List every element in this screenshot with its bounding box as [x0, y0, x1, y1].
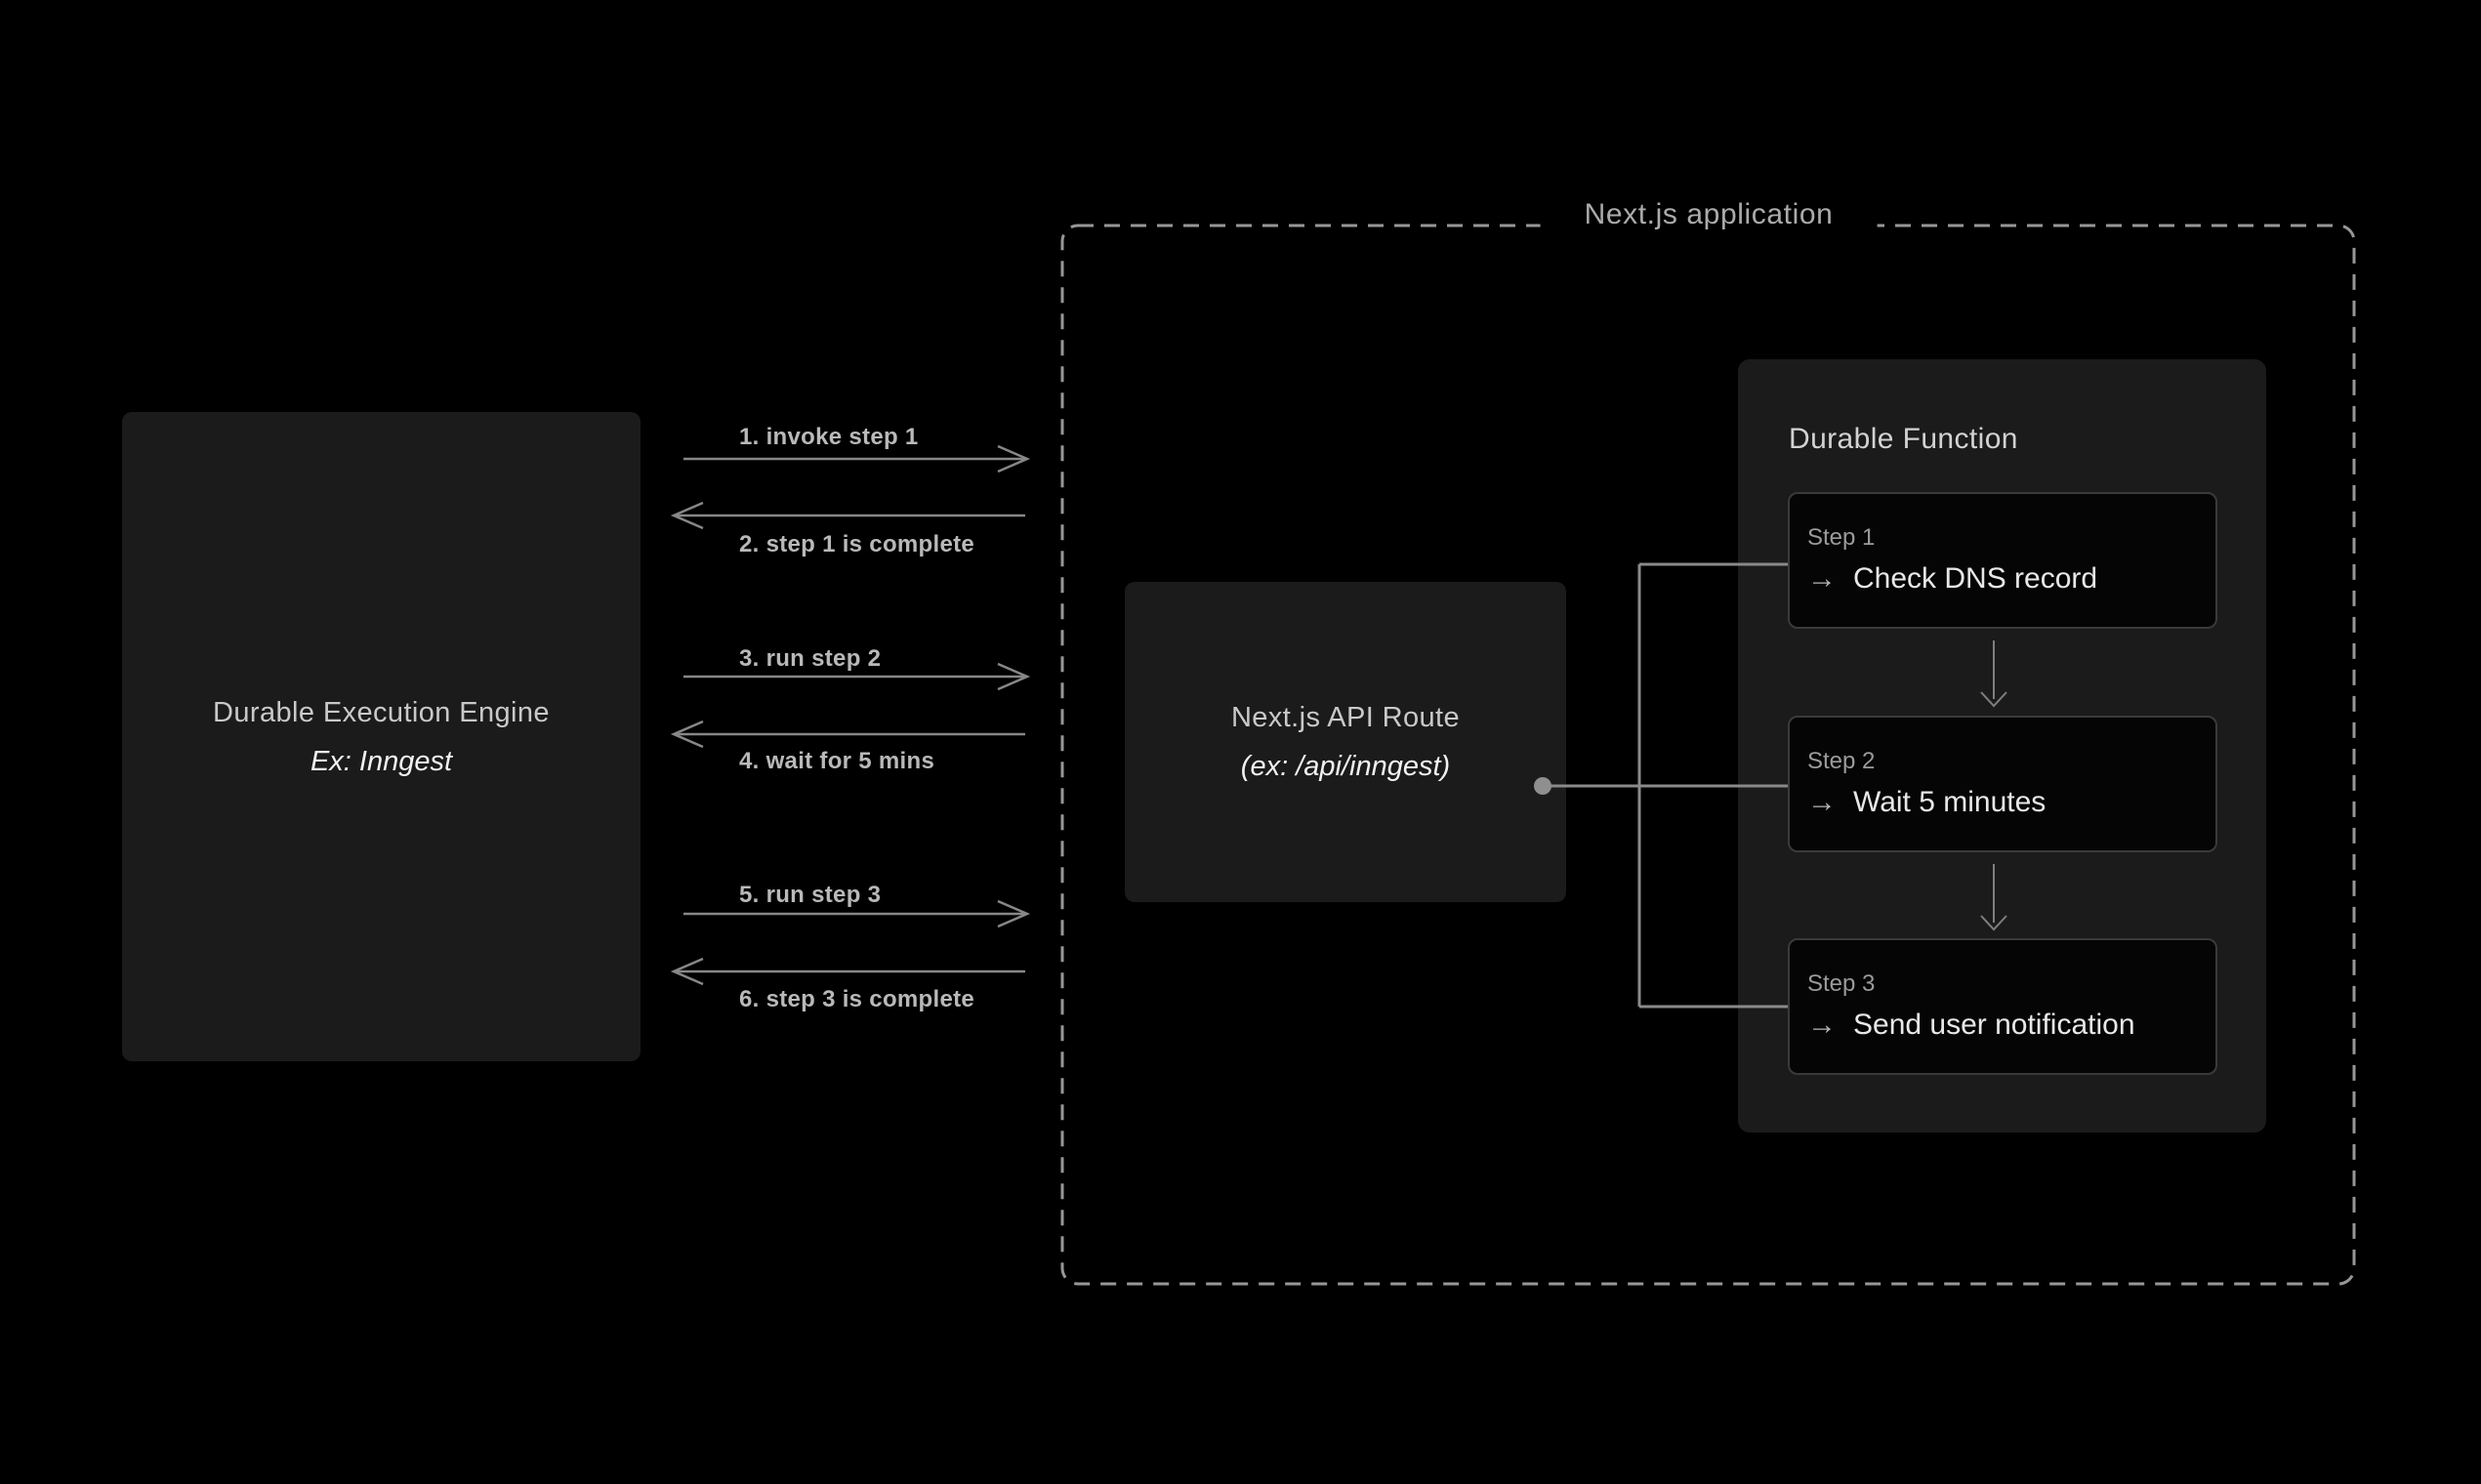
step-3-label: Step 3	[1807, 970, 1876, 997]
api-route-title: Next.js API Route	[1230, 702, 1461, 733]
step-3-action: → Send user notification	[1807, 1009, 2215, 1042]
arrow-head-left-icon	[670, 957, 704, 986]
durable-execution-engine-box: Durable Execution Engine Ex: Inngest	[122, 412, 641, 1061]
sequence-arrow-6-step-3-complete	[670, 957, 1025, 986]
arrow-head-right-icon	[997, 899, 1031, 928]
step-1-action-text: Check DNS record	[1853, 562, 2098, 595]
sequence-label-4: 4. wait for 5 mins	[739, 748, 935, 774]
arrow-right-icon: →	[1807, 562, 1837, 595]
sequence-label-5: 5. run step 3	[739, 882, 882, 908]
arrow-head-left-icon	[670, 501, 704, 530]
durable-function-title: Durable Function	[1789, 423, 2018, 455]
sequence-label-2: 2. step 1 is complete	[739, 531, 975, 557]
arrow-right-icon: →	[1807, 786, 1837, 818]
nextjs-api-route-box: Next.js API Route (ex: /api/inngest)	[1125, 582, 1566, 902]
arrow-head-right-icon	[997, 662, 1031, 691]
api-route-subtitle: (ex: /api/inngest)	[1240, 751, 1451, 782]
durable-function-panel: Durable Function Step 1 → Check DNS reco…	[1738, 359, 2266, 1133]
step-2-label: Step 2	[1807, 748, 1876, 774]
sequence-label-6: 6. step 3 is complete	[739, 986, 975, 1012]
step-3-box: Step 3 → Send user notification	[1788, 938, 2217, 1075]
arrow-right-icon: →	[1807, 1009, 1837, 1041]
step-2-box: Step 2 → Wait 5 minutes	[1788, 716, 2217, 852]
step-1-action: → Check DNS record	[1807, 562, 2215, 596]
step-1-label: Step 1	[1807, 524, 1876, 551]
sequence-arrow-4-wait-5-mins	[670, 720, 1025, 749]
step-3-action-text: Send user notification	[1853, 1009, 2135, 1041]
sequence-label-1: 1. invoke step 1	[739, 424, 919, 450]
step-2-action: → Wait 5 minutes	[1807, 786, 2215, 819]
nextjs-application-label: Next.js application	[1540, 193, 1878, 236]
engine-title: Durable Execution Engine	[213, 696, 550, 728]
step-1-box: Step 1 → Check DNS record	[1788, 492, 2217, 629]
engine-subtitle: Ex: Inngest	[310, 745, 453, 777]
arrow-head-right-icon	[997, 444, 1031, 474]
sequence-label-3: 3. run step 2	[739, 645, 882, 672]
step-2-action-text: Wait 5 minutes	[1853, 786, 2047, 818]
arrow-head-left-icon	[670, 720, 704, 749]
sequence-arrow-2-step-1-complete	[670, 501, 1025, 530]
